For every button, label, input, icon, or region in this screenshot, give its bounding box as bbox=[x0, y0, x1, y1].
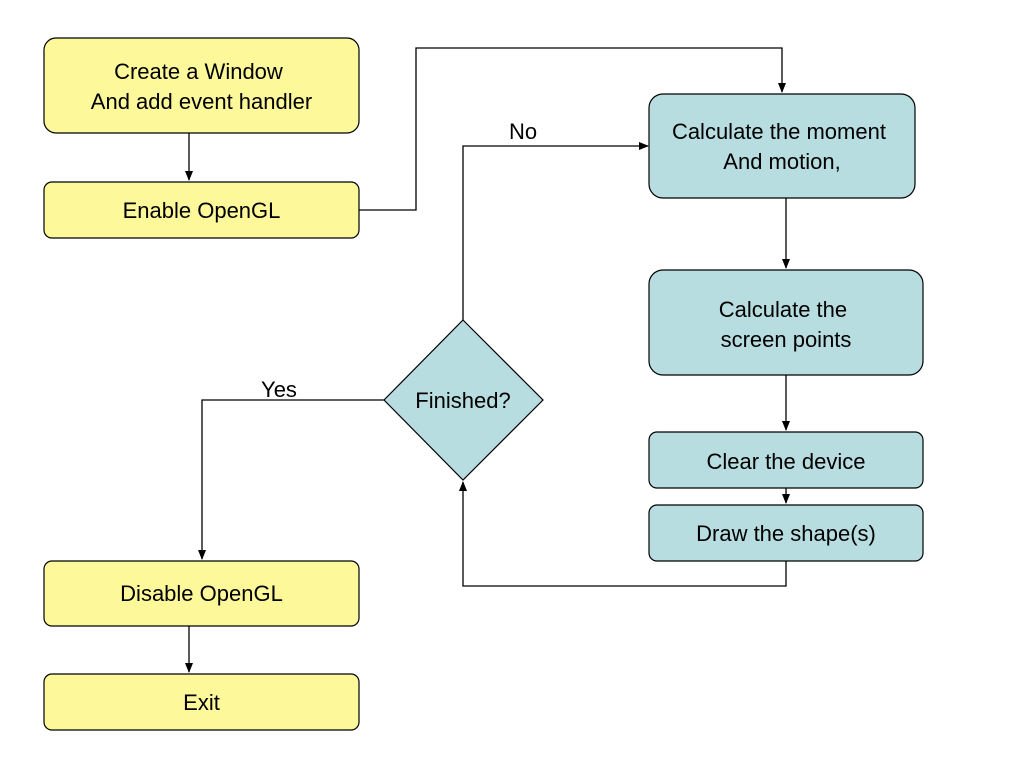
svg-text:Clear the device: Clear the device bbox=[707, 449, 866, 474]
node-enable-opengl-line-1: Enable OpenGL bbox=[123, 198, 281, 223]
svg-text:Draw the shape(s): Draw the shape(s) bbox=[696, 521, 876, 546]
node-enable-opengl: Enable OpenGL bbox=[43, 181, 360, 239]
node-calc-points-line-2: screen points bbox=[721, 327, 852, 352]
svg-text:Disable OpenGL: Disable OpenGL bbox=[120, 581, 283, 606]
node-disable-opengl-line-1: Disable OpenGL bbox=[120, 581, 283, 606]
edge-finished-no bbox=[462, 142, 649, 320]
svg-text:Enable OpenGL: Enable OpenGL bbox=[123, 198, 281, 223]
node-draw-shapes: Draw the shape(s) bbox=[648, 504, 924, 562]
node-finished-decision: Finished? bbox=[383, 319, 544, 481]
svg-text:Finished?: Finished? bbox=[415, 388, 510, 413]
node-exit-line-1: Exit bbox=[183, 690, 220, 715]
edge-label-no: No bbox=[509, 119, 537, 144]
node-calc-moment-line-1: Calculate the moment bbox=[672, 119, 886, 144]
node-finished-line-1: Finished? bbox=[415, 388, 510, 413]
node-calc-points: Calculate the screen points bbox=[648, 269, 924, 376]
edge-draw-to-finished bbox=[459, 481, 787, 587]
node-create-window: Create a Window And add event handler bbox=[43, 37, 360, 134]
svg-text:Calculate the screen poi: Calculate the screen points bbox=[719, 297, 854, 352]
node-clear-device-line-1: Clear the device bbox=[707, 449, 866, 474]
edge-enable-to-calc-moment bbox=[359, 47, 786, 211]
node-clear-device: Clear the device bbox=[648, 431, 924, 489]
svg-text:Calculate the moment And: Calculate the moment And motion, bbox=[672, 119, 892, 174]
svg-text:Create a Window And add: Create a Window And add event handler bbox=[91, 59, 312, 114]
node-create-window-line-2: And add event handler bbox=[91, 89, 312, 114]
node-exit: Exit bbox=[43, 673, 360, 731]
edge-label-yes: Yes bbox=[261, 377, 297, 402]
node-create-window-line-1: Create a Window bbox=[114, 59, 283, 84]
node-calc-moment: Calculate the moment And motion, bbox=[648, 93, 916, 199]
edge-finished-yes bbox=[198, 399, 384, 560]
node-draw-shapes-line-1: Draw the shape(s) bbox=[696, 521, 876, 546]
node-disable-opengl: Disable OpenGL bbox=[43, 560, 360, 627]
node-calc-moment-line-2: And motion, bbox=[723, 149, 840, 174]
node-calc-points-line-1: Calculate the bbox=[719, 297, 847, 322]
svg-text:Exit: Exit bbox=[183, 690, 220, 715]
